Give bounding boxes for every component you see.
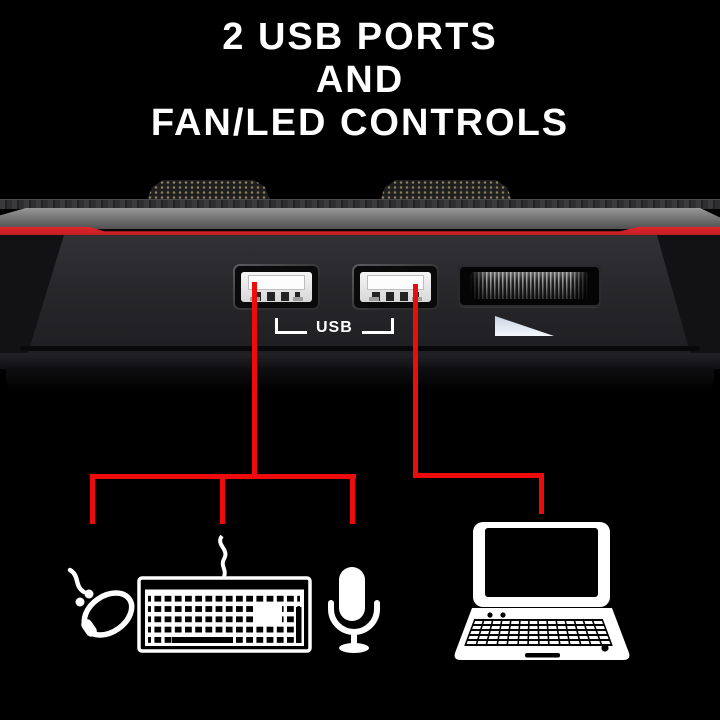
microphone-icon — [326, 563, 382, 658]
connector-drop-laptop — [539, 473, 544, 514]
carbon-fiber-edge — [0, 199, 720, 209]
usb-port-2 — [352, 264, 439, 310]
connector-port2-elbow — [413, 473, 544, 478]
headline-line-1: 2 USB PORTS — [222, 16, 498, 58]
microphone-icon-svg — [328, 567, 380, 653]
panel-groove — [20, 346, 700, 351]
connector-drop-mouse — [90, 474, 95, 524]
fan-led-control-wheel — [458, 265, 601, 307]
usb-label-text: USB — [316, 319, 353, 336]
mouse-icon — [58, 560, 142, 644]
connector-drop-microphone — [350, 474, 355, 524]
connector-drop-keyboard — [220, 474, 225, 524]
usb-port-1-pins — [253, 292, 300, 301]
usb-port-1-tongue — [248, 275, 305, 290]
vent-tab-left — [147, 180, 270, 200]
top-bevel — [0, 208, 720, 229]
usb-port-1-recess — [235, 266, 318, 308]
vent-tab-right — [380, 180, 512, 200]
laptop-icon — [446, 514, 640, 666]
product-photo: USB — [0, 177, 720, 397]
connector-port2-feed — [413, 284, 418, 477]
usb-port-1 — [233, 264, 320, 310]
usb-port-2-shell — [360, 272, 431, 302]
wheel-ribs — [470, 272, 589, 299]
keyboard-icon — [134, 534, 320, 656]
usb-port-2-tongue — [367, 275, 424, 290]
headline-line-2: AND — [315, 59, 405, 101]
underside-shadow — [6, 367, 714, 395]
laptop-icon-svg — [454, 522, 630, 660]
usb-port-2-pins — [372, 292, 419, 301]
usb-bracket-left — [275, 318, 307, 334]
mouse-icon-svg — [67, 567, 135, 638]
usb-port-2-recess — [354, 266, 437, 308]
connector-port1-feed — [252, 282, 257, 477]
keyboard-icon-svg — [137, 534, 312, 653]
headline: 2 USB PORTS AND FAN/LED CONTROLS — [0, 16, 720, 145]
device-underside — [0, 353, 720, 369]
usb-bracket-right — [361, 318, 394, 334]
usb-label-group: USB — [275, 316, 394, 336]
headline-line-3: FAN/LED CONTROLS — [150, 102, 570, 144]
